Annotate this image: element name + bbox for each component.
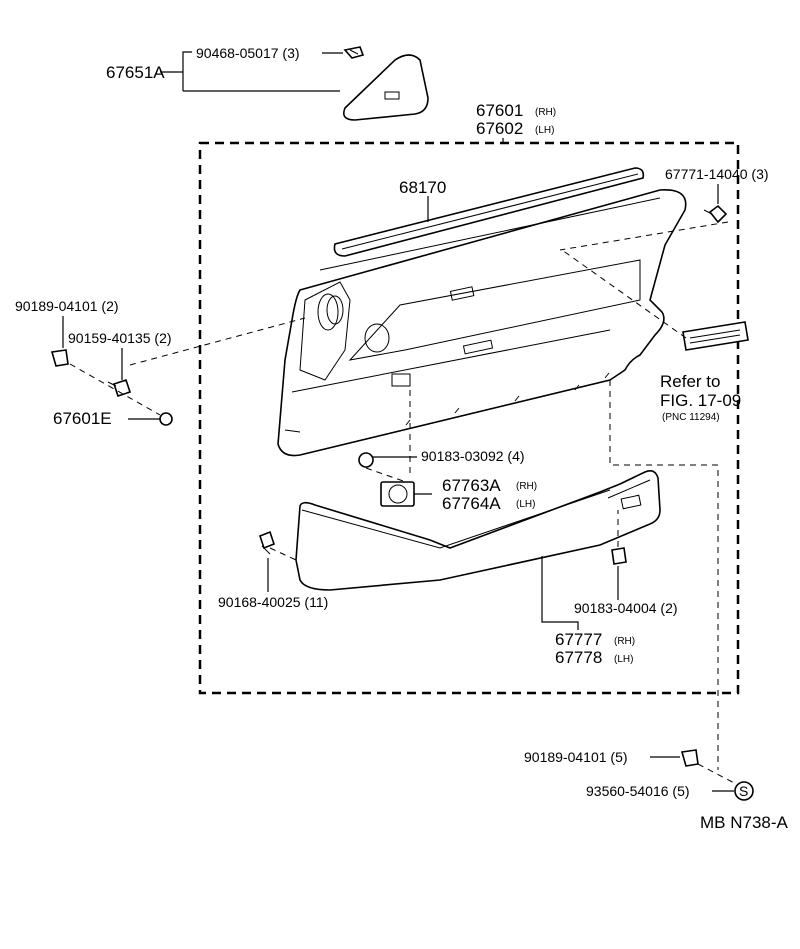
label-67601-side: (RH) <box>535 107 556 118</box>
screw-90168 <box>259 530 275 555</box>
symbol-s <box>734 781 754 801</box>
label-90189-bottom: 90189-04101 (5) <box>524 749 628 765</box>
dash-left-2 <box>129 317 306 366</box>
label-90168: 90168-40025 (11) <box>218 594 328 610</box>
label-67601: 67601 <box>476 101 523 120</box>
clip-90183-04004 <box>611 547 627 565</box>
label-67651a: 67651A <box>106 63 165 82</box>
label-67602: 67602 <box>476 119 523 138</box>
label-refer-to: Refer to <box>660 372 720 391</box>
clip-90189-left <box>50 349 69 367</box>
clip-90468 <box>343 46 365 59</box>
label-90183-04004: 90183-04004 (2) <box>574 600 678 616</box>
label-pnc: (PNC 11294) <box>662 412 720 423</box>
label-93560: 93560-54016 (5) <box>586 783 690 799</box>
label-68170: 68170 <box>399 178 446 197</box>
dash-90183-03092 <box>365 467 407 483</box>
label-67777: 67777 <box>555 630 602 649</box>
label-67763a: 67763A <box>442 476 501 495</box>
label-s-symbol: S <box>739 783 748 799</box>
lower-panel-67777 <box>295 470 661 591</box>
assembly-frame <box>198 141 740 695</box>
label-67602-side: (LH) <box>535 125 554 136</box>
label-90468: 90468-05017 (3) <box>196 45 300 61</box>
dash-bottom-clips <box>697 763 739 786</box>
cap-67601e <box>159 412 173 426</box>
leader-67777 <box>541 556 579 630</box>
label-plate <box>682 321 749 351</box>
label-67763a-side: (RH) <box>516 481 537 492</box>
door-trim-board <box>277 189 687 457</box>
clip-90183-03092 <box>358 452 374 468</box>
label-67764a: 67764A <box>442 494 501 513</box>
clip-90189-bottom <box>680 749 699 767</box>
label-90159: 90159-40135 (2) <box>68 330 172 346</box>
label-67777-side: (RH) <box>614 636 635 647</box>
screw-90159 <box>107 378 132 398</box>
label-90189-top: 90189-04101 (2) <box>15 298 119 314</box>
cover-67651a <box>342 54 429 121</box>
label-67601e: 67601E <box>53 409 112 428</box>
weatherstrip-68170 <box>333 167 645 257</box>
label-67778-side: (LH) <box>614 654 633 665</box>
label-fig: FIG. 17-09 <box>660 391 741 410</box>
label-90183-03092: 90183-03092 (4) <box>421 448 525 464</box>
label-67778: 67778 <box>555 648 602 667</box>
label-67764a-side: (LH) <box>516 499 535 510</box>
clip-67771 <box>703 204 728 224</box>
leader-67651a-top <box>182 51 192 91</box>
footer-code: MB N738-A <box>700 813 789 832</box>
dash-90168 <box>269 547 297 561</box>
dash-right-long <box>609 380 719 770</box>
dash-label-plate <box>561 249 687 339</box>
switch-base-67763a <box>380 481 415 507</box>
label-67771: 67771-14040 (3) <box>665 166 769 182</box>
